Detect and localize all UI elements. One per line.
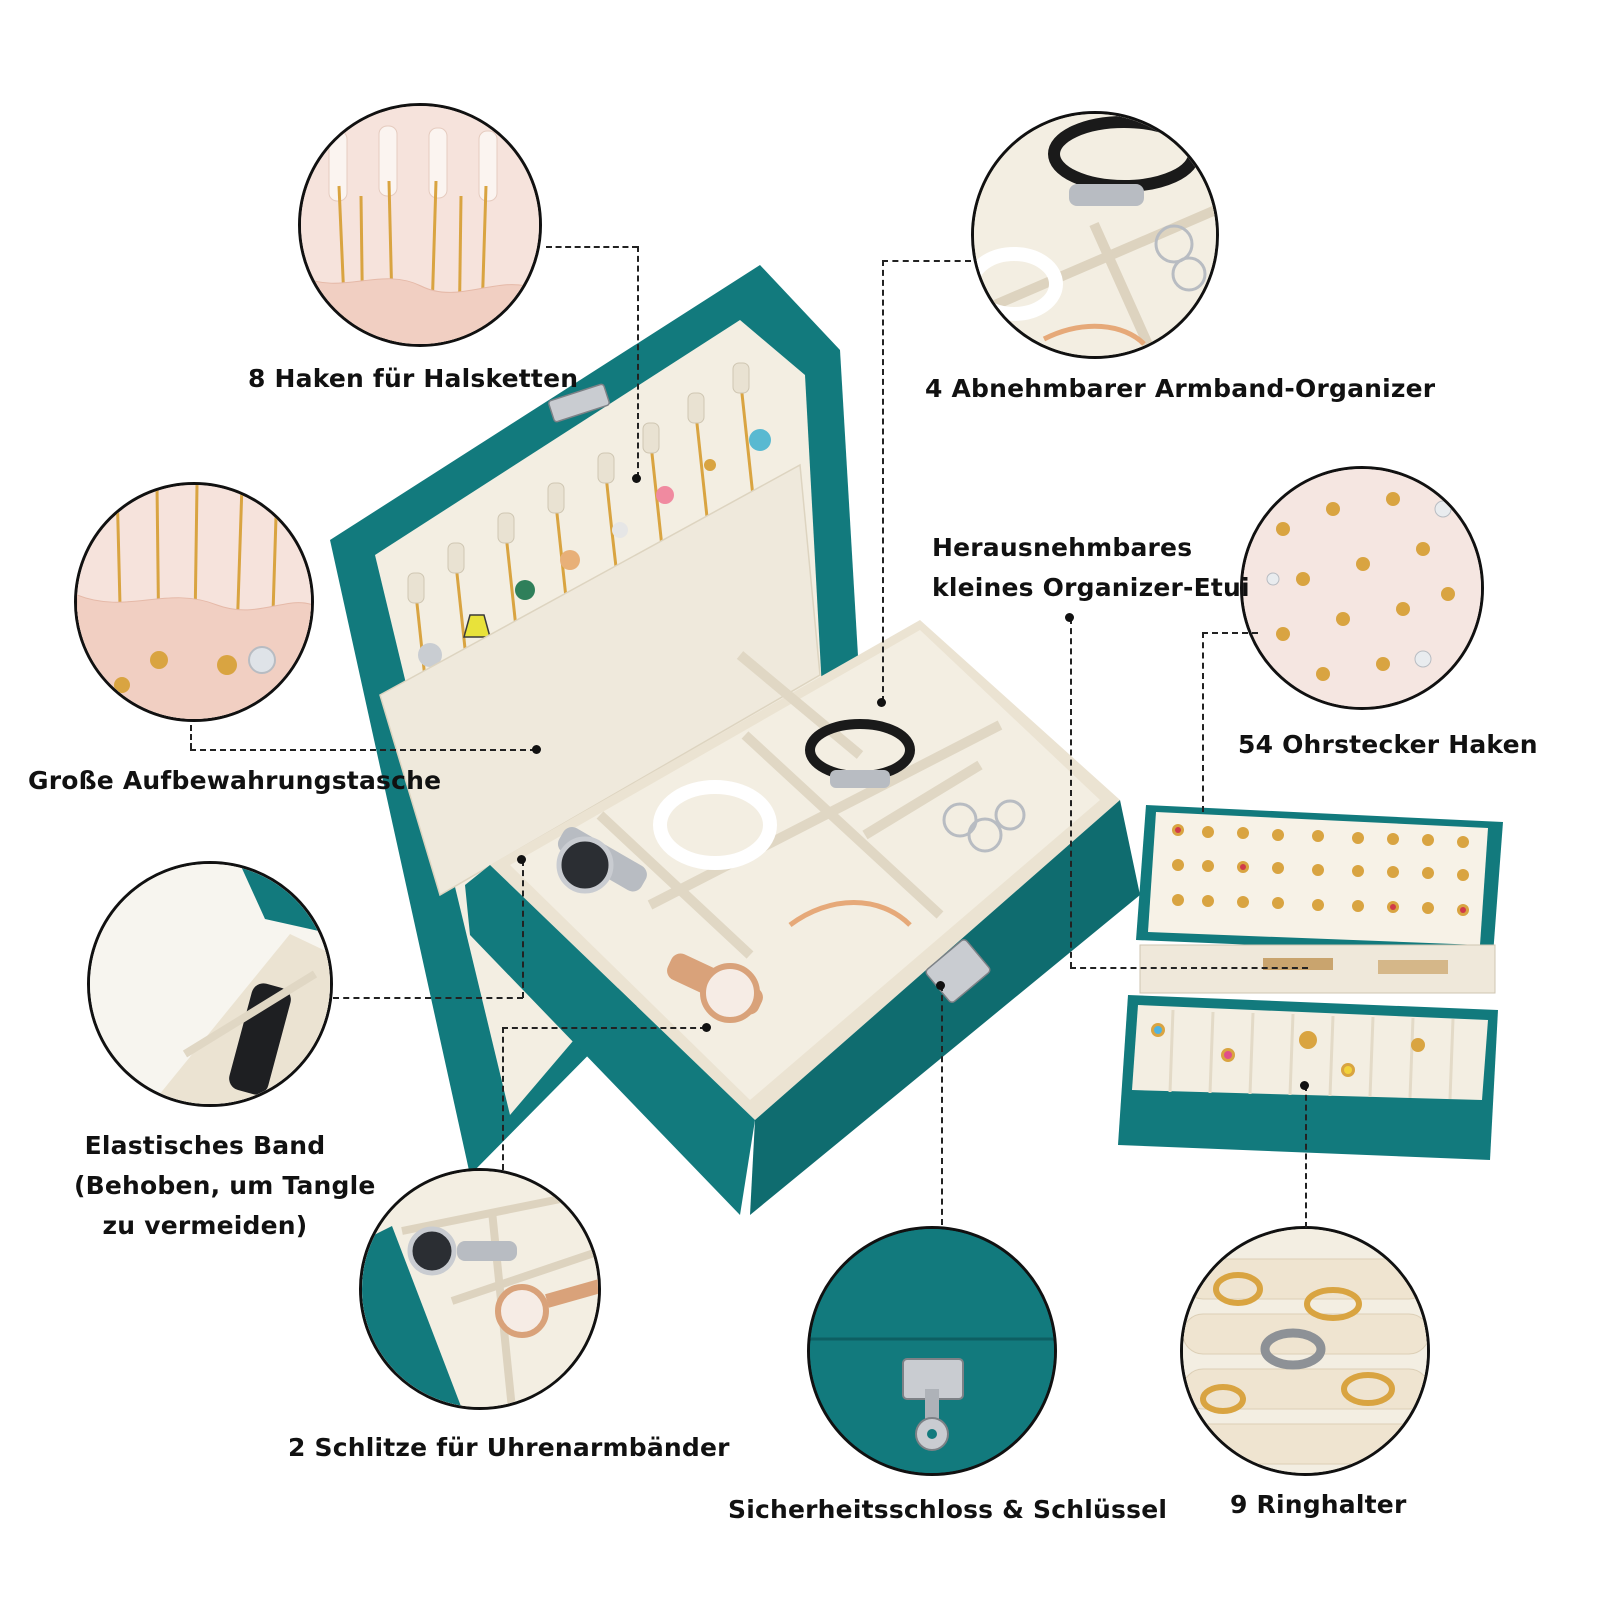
label-ring-holders: 9 Ringhalter (1230, 1490, 1407, 1519)
leader-pocket-v (190, 725, 192, 749)
label-small-case: Herausnehmbares kleines Organizer-Etui (932, 528, 1250, 608)
leader-ring-v (1305, 1085, 1307, 1228)
detail-circle-watch-slots (359, 1168, 601, 1410)
leader-necklace-h (546, 246, 638, 248)
label-lock-key: Sicherheitsschloss & Schlüssel (728, 1495, 1168, 1524)
label-elastic-band-line2: (Behoben, um Tangle (74, 1171, 376, 1200)
label-earring-hooks: 54 Ohrstecker Haken (1238, 730, 1538, 759)
leader-lock-dot (936, 981, 945, 990)
leader-pocket-dot (532, 745, 541, 754)
leader-earring-v (1202, 632, 1204, 812)
label-small-case-line2: kleines Organizer-Etui (932, 573, 1250, 602)
detail-circle-lock-key (807, 1226, 1057, 1476)
label-small-case-line1: Herausnehmbares (932, 533, 1193, 562)
organizer-tray-illustration (1118, 805, 1503, 1160)
detail-circle-necklace-hooks (298, 103, 542, 347)
label-storage-pocket: Große Aufbewahrungstasche (28, 766, 442, 795)
leader-elastic-v (522, 860, 524, 998)
detail-circle-earring-hooks (1240, 466, 1484, 710)
label-necklace-hooks: 8 Haken für Halsketten (248, 364, 579, 393)
leader-watch-h (502, 1027, 706, 1029)
detail-circle-elastic-band (87, 861, 333, 1107)
leader-watch-dot (702, 1023, 711, 1032)
label-bracelet-organizer: 4 Abnehmbarer Armband-Organizer (925, 374, 1436, 403)
leader-bracelet-dot (877, 698, 886, 707)
jewelry-box-illustration (330, 265, 1140, 1215)
leader-earring-h (1202, 632, 1258, 634)
leader-elastic-h (333, 997, 523, 999)
leader-small-case-dot (1065, 613, 1074, 622)
leader-ring-dot (1300, 1081, 1309, 1090)
detail-circle-ring-holders (1180, 1226, 1430, 1476)
detail-circle-bracelet-organizer (971, 111, 1219, 359)
leader-watch-v (502, 1027, 504, 1170)
leader-pocket-h (190, 749, 536, 751)
leader-bracelet-v (882, 260, 884, 702)
leader-bracelet-h (882, 260, 971, 262)
leader-elastic-dot (517, 855, 526, 864)
detail-circle-storage-pocket (74, 482, 314, 722)
label-elastic-band-line1: Elastisches Band (84, 1131, 326, 1160)
label-watch-slots: 2 Schlitze für Uhrenarmbänder (288, 1433, 730, 1462)
leader-necklace-dot (632, 474, 641, 483)
label-elastic-band-line3: zu vermeiden) (102, 1211, 308, 1240)
label-elastic-band: Elastisches Band (Behoben, um Tangle zu … (74, 1126, 376, 1246)
leader-lock-v (941, 985, 943, 1225)
leader-small-case-v (1070, 618, 1072, 968)
leader-small-case-h (1070, 967, 1308, 969)
leader-necklace-v (637, 246, 639, 478)
